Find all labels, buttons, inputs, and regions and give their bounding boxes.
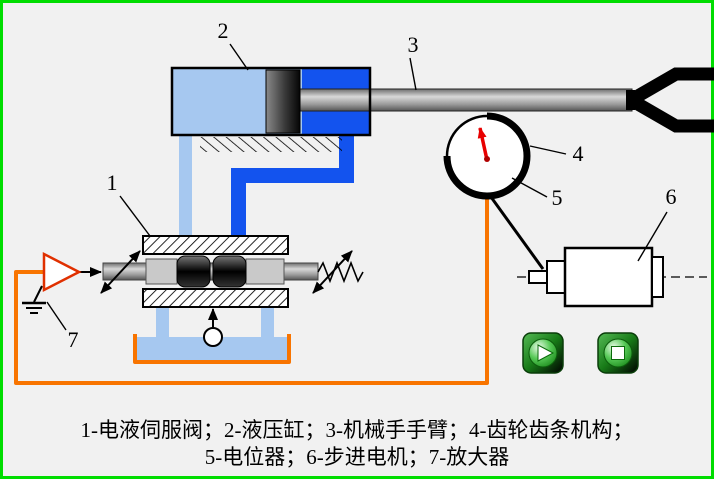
return-spring <box>317 260 364 284</box>
motor-end-cap <box>651 256 664 298</box>
hydraulic-cylinder <box>170 66 633 137</box>
spool-land-left <box>176 255 211 288</box>
label-2-leader <box>229 43 249 71</box>
hydraulic-pipes <box>156 133 354 340</box>
pipe-tank-right <box>261 304 274 340</box>
piston <box>265 69 301 134</box>
gear-potentiometer <box>443 112 545 270</box>
mount-hatching <box>200 137 342 152</box>
gripper-jaw-upper <box>627 67 714 106</box>
label-7-leader <box>46 301 67 331</box>
play-icon[interactable] <box>537 344 555 362</box>
label-3-leader <box>409 57 417 91</box>
dial-needle <box>477 127 489 161</box>
pipe-pressure-vertical <box>339 133 354 175</box>
caption: 1-电液伺服阀；2-液压缸；3-机械手手臂；4-齿轮齿条机构； 5-电位器；6-… <box>81 418 634 469</box>
motor-front-plate <box>546 260 566 294</box>
dial-thick-arc <box>443 112 531 200</box>
motor-shaft <box>528 270 548 284</box>
label-arm: 3 <box>408 32 419 57</box>
servo-valve <box>100 235 364 347</box>
label-servo-valve: 1 <box>107 170 118 195</box>
stop-icon[interactable] <box>611 346 625 360</box>
ground-lead <box>33 285 43 303</box>
spool-segment-left <box>145 258 178 285</box>
pipe-pressure-drop <box>231 168 246 239</box>
label-amplifier: 7 <box>68 327 79 352</box>
spool-segment-right <box>245 258 285 285</box>
ground-symbol <box>22 301 46 314</box>
gripper <box>626 67 714 133</box>
motor-body <box>563 246 654 308</box>
amplifier <box>22 251 102 314</box>
piston-rod-arm <box>297 88 633 112</box>
label-stepper-motor: 6 <box>666 184 677 209</box>
feedback-wire <box>14 199 489 385</box>
pipe-tank-left <box>156 304 169 340</box>
valve-body-bottom <box>142 288 289 308</box>
stepper-motor <box>517 246 707 308</box>
motor-link-rod <box>489 196 545 270</box>
label-gear-rack: 4 <box>573 141 584 166</box>
actuator-arrow-right <box>312 250 353 294</box>
pipe-pressure-horizontal <box>231 168 354 183</box>
stop-button[interactable] <box>597 332 639 374</box>
gripper-hub <box>626 90 635 110</box>
label-6-leader <box>637 211 668 262</box>
label-cylinder: 2 <box>218 18 229 43</box>
label-1-leader <box>119 195 151 237</box>
cylinder-body <box>170 66 372 137</box>
label-4-leader <box>529 145 567 155</box>
amplifier-triangle <box>42 251 82 293</box>
spool-land-right <box>212 255 247 288</box>
label-5-leader <box>511 177 548 198</box>
label-potentiometer: 5 <box>552 185 563 210</box>
caption-line-1: 1-电液伺服阀；2-液压缸；3-机械手手臂；4-齿轮齿条机构； <box>81 418 634 442</box>
callouts: 1 2 3 4 5 6 7 <box>46 18 677 352</box>
tank-outline <box>133 334 291 364</box>
caption-line-2: 5-电位器；6-步进电机；7-放大器 <box>205 445 509 469</box>
valve-body-top <box>142 235 289 255</box>
pump-symbol <box>203 327 223 347</box>
actuator-arrow-left <box>100 250 141 294</box>
play-button[interactable] <box>522 332 564 374</box>
dial-hub <box>484 156 490 162</box>
pipe-return <box>179 133 192 239</box>
gripper-jaw-lower <box>627 94 714 133</box>
